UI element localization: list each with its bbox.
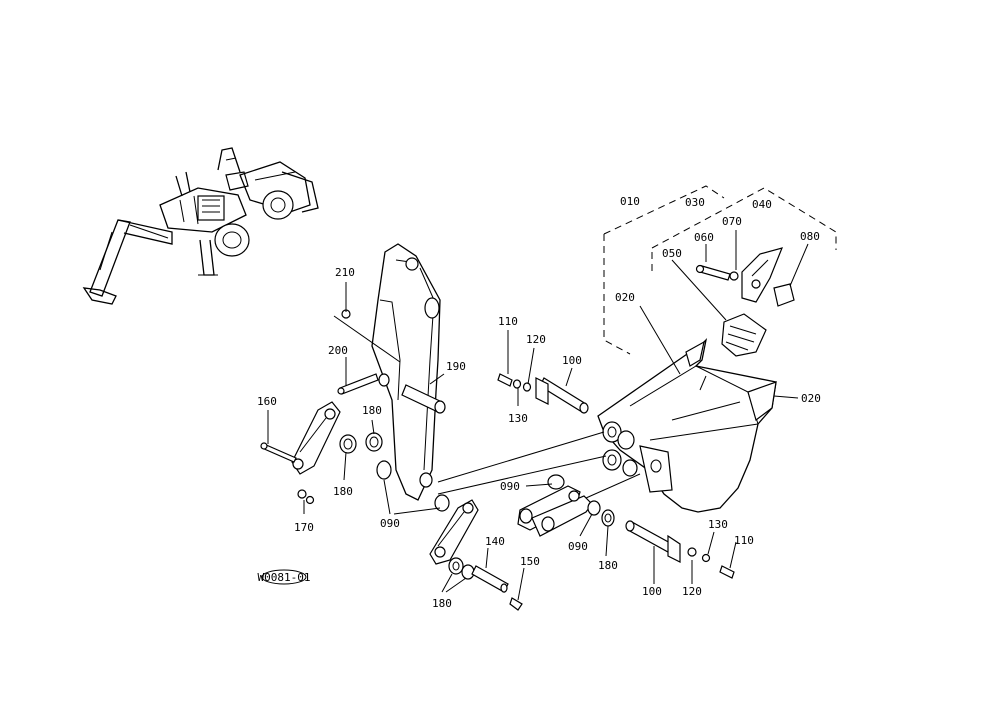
bucket-assembly xyxy=(597,338,777,513)
label-110-upper: 110 xyxy=(498,315,518,328)
drawing-stamp: W0081-01 xyxy=(258,569,311,585)
label-050: 050 xyxy=(662,247,682,260)
label-180-left: 180 xyxy=(333,485,353,498)
label-190: 190 xyxy=(446,360,466,373)
label-070: 070 xyxy=(722,215,742,228)
label-120-lower: 120 xyxy=(682,585,702,598)
washers xyxy=(339,432,615,580)
label-030: 030 xyxy=(685,196,705,209)
label-130-upper: 130 xyxy=(508,412,528,425)
label-140: 140 xyxy=(485,535,505,548)
label-170: 170 xyxy=(294,521,314,534)
stamp-text: W0081-01 xyxy=(258,571,311,584)
label-060: 060 xyxy=(694,231,714,244)
label-020-upper: 020 xyxy=(615,291,635,304)
label-130-lower: 130 xyxy=(708,518,728,531)
label-160: 160 xyxy=(257,395,277,408)
pin-100-upper xyxy=(497,373,589,414)
label-090-left: 090 xyxy=(380,517,400,530)
label-090-right: 090 xyxy=(568,540,588,553)
label-080: 080 xyxy=(800,230,820,243)
label-020-right: 020 xyxy=(801,392,821,405)
assembly-brackets xyxy=(603,185,837,355)
label-090-mid: 090 xyxy=(500,480,520,493)
label-100-lower: 100 xyxy=(642,585,662,598)
label-180-upper: 180 xyxy=(362,404,382,417)
label-180-lower: 180 xyxy=(432,597,452,610)
link-parts xyxy=(291,401,593,565)
teeth-parts xyxy=(695,247,795,357)
label-150: 150 xyxy=(520,555,540,568)
label-110-lower: 110 xyxy=(734,534,754,547)
dipper-arm xyxy=(371,243,446,501)
label-210: 210 xyxy=(335,266,355,279)
label-010: 010 xyxy=(620,195,640,208)
label-200: 200 xyxy=(328,344,348,357)
leader-lines xyxy=(267,230,809,601)
bolts xyxy=(260,309,523,611)
label-120-upper: 120 xyxy=(526,333,546,346)
part-labels: 010 030 070 040 060 080 050 020 020 210 … xyxy=(257,195,821,610)
tractor-thumbnail xyxy=(82,147,319,305)
label-180-right: 180 xyxy=(598,559,618,572)
pin-100-lower xyxy=(625,520,735,579)
label-100-upper: 100 xyxy=(562,354,582,367)
label-040: 040 xyxy=(752,198,772,211)
